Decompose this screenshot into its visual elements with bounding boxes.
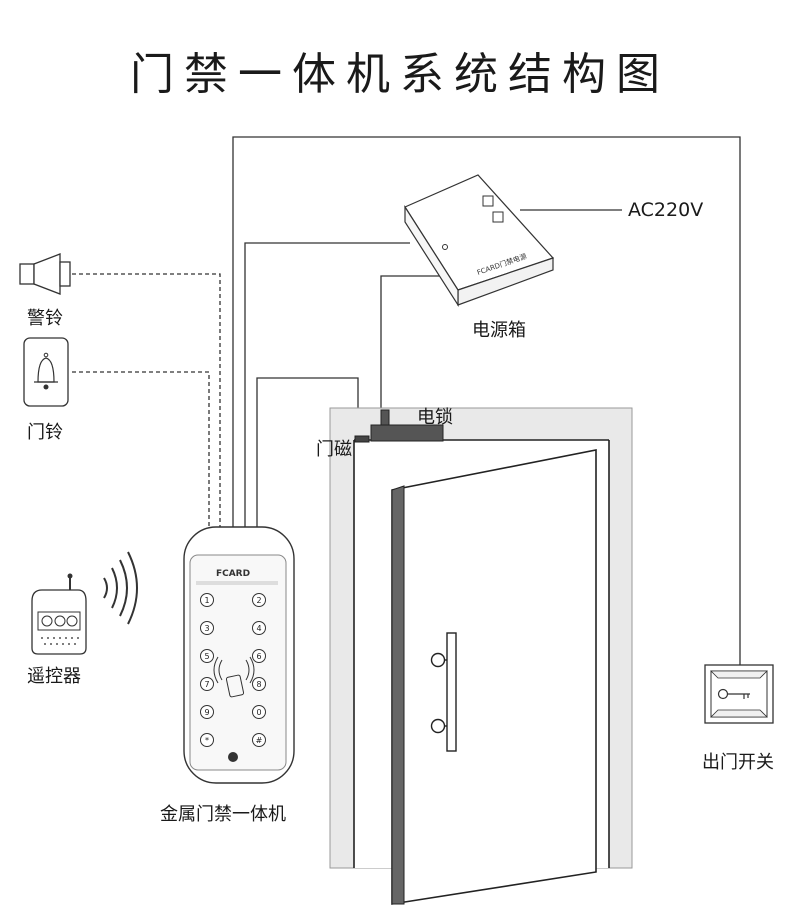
keypad-key-label: * bbox=[205, 736, 209, 745]
keypad-key-label: 0 bbox=[256, 708, 261, 717]
door-edge bbox=[391, 485, 405, 905]
wire-alarm-bell bbox=[72, 273, 221, 527]
wire-door-bell bbox=[72, 371, 210, 527]
exit-switch bbox=[704, 664, 774, 724]
label-access-controller: 金属门禁一体机 bbox=[160, 804, 286, 825]
door-sensor bbox=[354, 435, 370, 443]
keypad-brand: FCARD bbox=[216, 569, 250, 579]
keypad-key-label: 7 bbox=[204, 680, 209, 689]
keypad-key bbox=[200, 677, 214, 691]
wire-exit-switch bbox=[232, 136, 741, 665]
keypad-key-label: # bbox=[256, 736, 263, 745]
access-controller: FCARD 1 2 3 4 5 6 7 8 9 0 * # bbox=[183, 526, 295, 784]
electric-lock bbox=[370, 424, 444, 442]
keypad-key-label: 3 bbox=[204, 624, 209, 633]
keypad-key bbox=[252, 677, 266, 691]
wiring bbox=[232, 136, 741, 665]
keypad-key-label: 5 bbox=[204, 652, 209, 661]
keypad-key bbox=[200, 733, 214, 747]
keypad-key-label: 8 bbox=[256, 680, 261, 689]
remote-control-icon bbox=[31, 551, 138, 655]
keypad-key bbox=[200, 649, 214, 663]
keypad-key bbox=[252, 593, 266, 607]
keypad-key bbox=[200, 593, 214, 607]
alarm-bell-icon bbox=[19, 253, 71, 295]
keypad-key bbox=[200, 621, 214, 635]
keypad-key bbox=[200, 705, 214, 719]
wireless-signal-icon bbox=[103, 551, 138, 625]
keypad-key bbox=[252, 733, 266, 747]
label-remote-control: 遥控器 bbox=[27, 666, 81, 687]
door-assembly bbox=[329, 407, 633, 905]
door-handle bbox=[446, 632, 457, 752]
page-title: 门禁一体机系统结构图 bbox=[130, 49, 670, 100]
label-exit-switch: 出门开关 bbox=[702, 752, 774, 773]
label-alarm-bell: 警铃 bbox=[27, 308, 63, 329]
wiring-dashed bbox=[72, 273, 221, 527]
keypad-key-label: 4 bbox=[256, 624, 261, 633]
keypad-key-label: 1 bbox=[204, 596, 209, 605]
keypad-key-label: 9 bbox=[204, 708, 209, 717]
keypad-keys: 1 2 3 4 5 6 7 8 9 0 * # bbox=[200, 593, 266, 747]
door-leaf bbox=[391, 449, 597, 905]
keypad-key bbox=[252, 705, 266, 719]
label-ac220v: AC220V bbox=[628, 199, 704, 221]
door-bell-icon bbox=[23, 337, 69, 407]
key-icon bbox=[717, 688, 750, 700]
keypad-key bbox=[252, 621, 266, 635]
wire-power-lock bbox=[380, 275, 440, 410]
label-power-supply: 电源箱 bbox=[472, 320, 526, 341]
power-box: FCARD门禁电源 bbox=[404, 174, 555, 308]
rfid-icon bbox=[213, 656, 255, 698]
keypad-bell-button bbox=[228, 752, 238, 762]
keypad-key-label: 6 bbox=[256, 652, 261, 661]
keypad-key bbox=[252, 649, 266, 663]
keypad-key-label: 2 bbox=[256, 596, 261, 605]
label-door-bell: 门铃 bbox=[27, 422, 63, 443]
wire-power-main bbox=[244, 242, 410, 527]
label-door-sensor: 门磁 bbox=[316, 439, 352, 460]
label-electric-lock: 电锁 bbox=[417, 407, 453, 428]
